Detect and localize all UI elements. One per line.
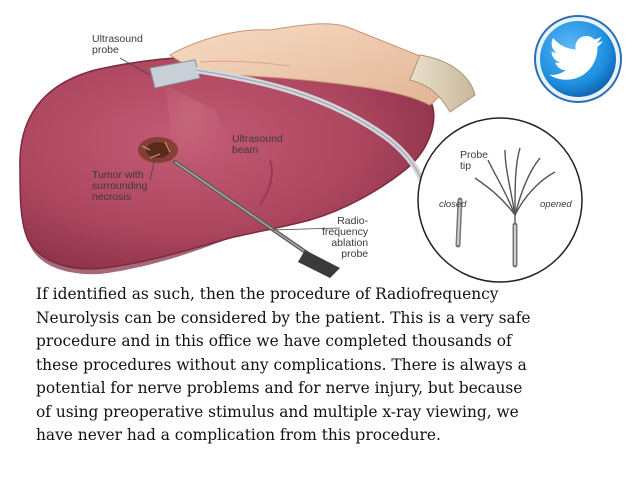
- twitter-icon-button[interactable]: [533, 14, 623, 104]
- probe-tip-inset: [417, 117, 583, 283]
- label-closed: closed: [439, 199, 467, 210]
- body-paragraph: If identified as such, then the procedur…: [36, 283, 636, 448]
- label-rf-ablation-probe: Radio- frequency ablation probe: [322, 215, 369, 260]
- body-line: potential for nerve problems and for ner…: [36, 379, 523, 397]
- body-line: these procedures without any complicatio…: [36, 355, 527, 374]
- tumor: [138, 137, 178, 163]
- label-opened: opened: [540, 199, 572, 210]
- label-tumor: Tumor with surrounding necrosis: [92, 169, 148, 203]
- twitter-bird-icon: [534, 15, 622, 103]
- body-line: of using preoperative stimulus and multi…: [36, 402, 519, 421]
- body-line: Neurolysis can be considered by the pati…: [36, 308, 531, 327]
- body-line: procedure and in this office we have com…: [36, 332, 512, 350]
- label-ultrasound-beam: Ultrasound beam: [232, 133, 283, 156]
- hand-holding-probe: [169, 23, 476, 113]
- label-probe-tip: Probe tip: [460, 149, 489, 172]
- label-ultrasound-probe: Ultrasound probe: [92, 33, 143, 56]
- body-line: have never had a complication from this …: [36, 426, 441, 444]
- rf-ablation-probe: [173, 160, 340, 278]
- leader-lines: [119, 57, 341, 231]
- body-line: If identified as such, then the procedur…: [36, 285, 499, 303]
- ultrasound-beam: [165, 85, 250, 180]
